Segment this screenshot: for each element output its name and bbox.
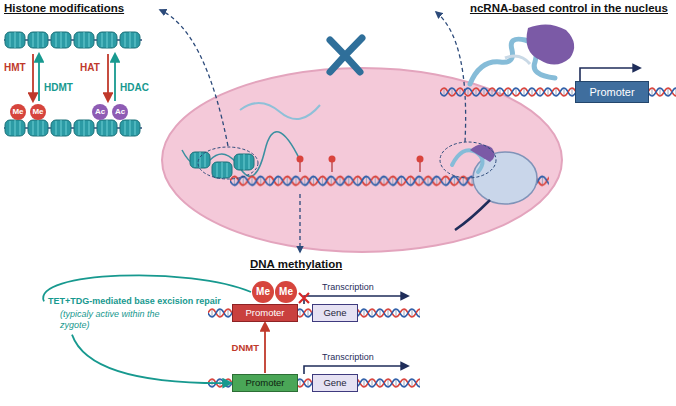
methyl-mark-text: Me (256, 286, 270, 298)
acetyl-mark: Ac (92, 104, 108, 120)
methyl-mark: Me (252, 281, 274, 303)
enzyme-arrow (114, 54, 116, 101)
promoter-box: Promoter (232, 374, 298, 392)
demethylation-arrow (43, 275, 251, 383)
methyl-mark: Me (275, 281, 297, 303)
enzyme-label: HMT (4, 62, 26, 74)
gene-box-text: Gene (323, 378, 346, 389)
methyl-mark-text: Me (12, 107, 23, 116)
panel-heading: ncRNA-based control in the nucleus (470, 2, 668, 16)
acetyl-mark-text: Ac (95, 107, 105, 116)
enzyme-label: HAT (80, 62, 100, 74)
gene-box: Gene (312, 374, 358, 392)
panel-heading: Histone modifications (4, 2, 124, 16)
transcription-label: Transcription (322, 352, 374, 363)
nucleosome-row (4, 32, 142, 48)
enzyme-arrow (32, 54, 34, 101)
promoter-box: Promoter (575, 81, 649, 103)
methyl-mark: Me (10, 104, 26, 120)
gene-box: Gene (312, 304, 358, 322)
transcription-arrow (304, 296, 408, 304)
transcription-arrow (304, 366, 408, 374)
enzyme-label: HDMT (44, 82, 73, 94)
protein-complex (527, 24, 575, 64)
block-mark (299, 293, 309, 303)
note-text: (typicaly active within the zygote) (60, 309, 160, 331)
nucleosome-row (4, 120, 142, 136)
methyl-mark-text: Me (32, 107, 43, 116)
promoter-box-text: Promoter (245, 378, 284, 389)
chromosome (330, 38, 362, 72)
methylation-arrow (264, 323, 266, 373)
promoter-box: Promoter (232, 304, 298, 322)
enzyme-label: DNMT (232, 342, 259, 353)
acetyl-mark-text: Ac (115, 107, 125, 116)
promoter-box-text: Promoter (589, 86, 634, 99)
dna-helix (208, 375, 420, 391)
acetyl-mark: Ac (112, 104, 128, 120)
enzyme-label: HDAC (120, 82, 149, 94)
promoter-box-text: Promoter (245, 308, 284, 319)
dna-helix (208, 305, 420, 321)
enzyme-arrow (38, 54, 40, 101)
panel-heading: DNA methylation (250, 258, 342, 272)
transcription-label: Transcription (322, 282, 374, 293)
process-label: TET+TDG-mediated base excision repair (48, 296, 221, 307)
enzyme-arrow (107, 54, 109, 101)
methyl-mark-text: Me (279, 286, 293, 298)
gene-box-text: Gene (323, 308, 346, 319)
methyl-mark: Me (30, 104, 46, 120)
